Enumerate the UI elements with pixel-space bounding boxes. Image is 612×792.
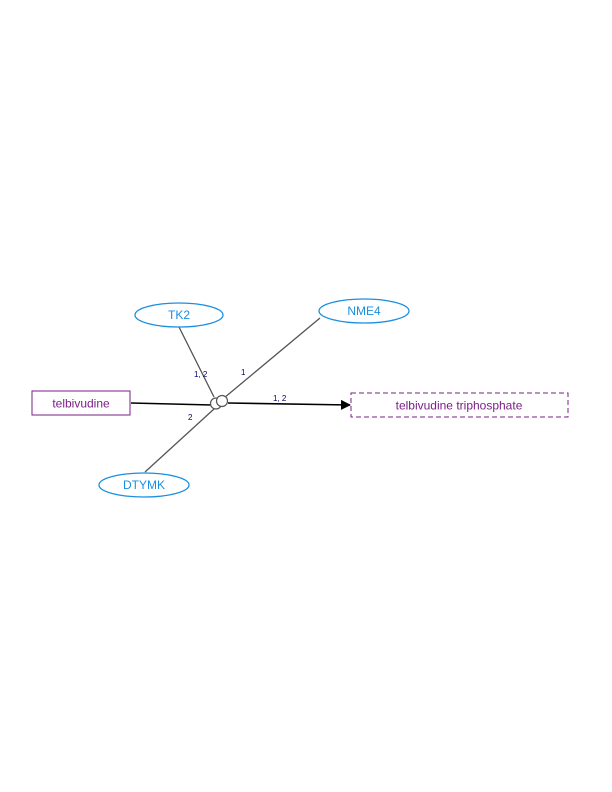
node-tk2-label: TK2 [168, 308, 190, 322]
edge-dtymk [144, 408, 215, 473]
node-dtymk[interactable]: DTYMK [98, 472, 190, 498]
edge-label-dtymk: 2 [188, 413, 193, 422]
edge-nme4 [223, 317, 321, 399]
node-nme4[interactable]: NME4 [318, 298, 410, 324]
edge-tk2 [178, 326, 215, 398]
node-nme4-label: NME4 [347, 304, 381, 318]
edge-label-product: 1, 2 [273, 394, 287, 403]
node-dtymk-label: DTYMK [123, 478, 165, 492]
node-telbivudine-triphosphate-label: telbivudine triphosphate [396, 399, 523, 413]
node-telbivudine[interactable]: telbivudine [31, 390, 131, 416]
node-telbivudine-triphosphate[interactable]: telbivudine triphosphate [350, 392, 569, 418]
edge-label-tk2: 1, 2 [194, 370, 208, 379]
edge-product [227, 399, 351, 410]
node-telbivudine-label: telbivudine [52, 397, 110, 411]
node-tk2[interactable]: TK2 [134, 302, 224, 328]
edge-substrate [130, 402, 213, 406]
reaction-junction-right [215, 394, 229, 408]
edge-label-nme4: 1 [241, 368, 246, 377]
